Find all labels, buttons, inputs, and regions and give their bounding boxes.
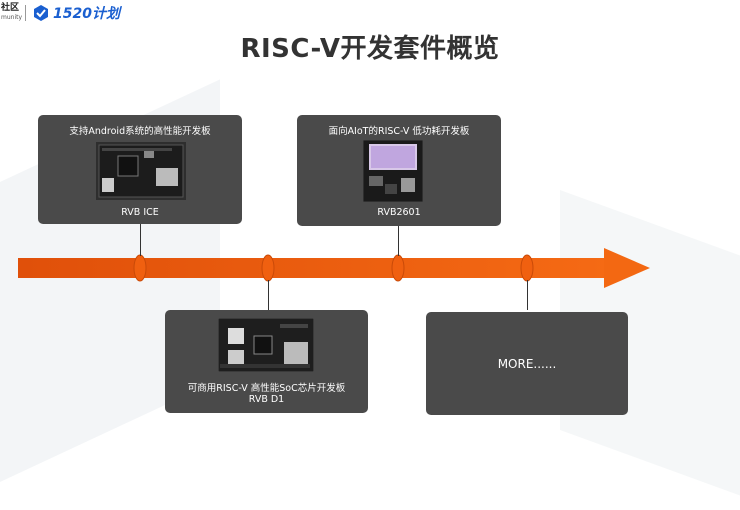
card-board-name: RVB ICE [121, 207, 159, 218]
timeline-node-3 [391, 254, 405, 282]
timeline-node-2 [261, 254, 275, 282]
plan-logo-text: 1520计划 [53, 6, 120, 22]
rvb2601-board-image [363, 140, 423, 202]
card-board-name: RVB2601 [377, 207, 421, 218]
connector-4 [527, 280, 528, 310]
card-caption: 支持Android系统的高性能开发板 [69, 126, 211, 137]
connector-2 [398, 226, 399, 256]
rvb-ice-board-image [96, 142, 186, 200]
community-logo: 社区 munity [1, 3, 23, 22]
connector-3 [268, 280, 269, 310]
header-logos: 社区 munity 1520计划 [0, 0, 120, 26]
card-rvb-ice: 支持Android系统的高性能开发板 RVB ICE [38, 115, 242, 224]
logo-divider [25, 5, 26, 21]
timeline-node-4 [520, 254, 534, 282]
page-title: RISC-V开发套件概览 [240, 34, 500, 64]
card-caption: 面向AIoT的RISC-V 低功耗开发板 [328, 126, 470, 137]
card-rvb-d1: 可商用RISC-V 高性能SoC芯片开发板 RVB D1 [165, 310, 368, 413]
card-more: MORE...... [426, 312, 628, 415]
timeline-node-1 [133, 254, 147, 282]
more-label: MORE...... [497, 357, 557, 371]
card-board-name: RVB D1 [248, 394, 285, 405]
card-caption: 可商用RISC-V 高性能SoC芯片开发板 [187, 383, 346, 394]
rvb-d1-board-image [218, 318, 314, 372]
connector-1 [140, 224, 141, 256]
card-rvb2601: 面向AIoT的RISC-V 低功耗开发板 RVB2601 [297, 115, 501, 226]
plan-logo-icon [32, 4, 50, 22]
